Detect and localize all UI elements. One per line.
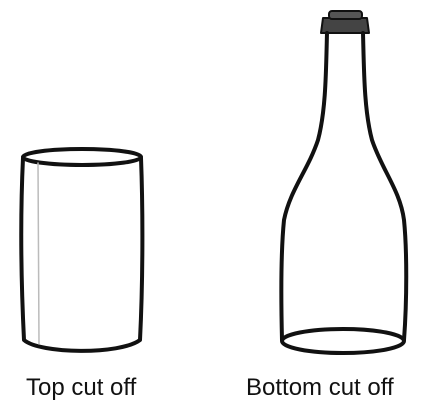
bottle-cap-top [329,11,362,19]
top-cut-off-caption: Top cut off [26,373,166,403]
bottle-body-outline [281,33,406,340]
bottom-cut-off-caption: Bottom cut off [246,373,440,403]
cylinder-glass-highlight [38,163,39,344]
cylinder-top-rim [23,149,141,165]
bottle-cap [321,18,369,33]
cut-glass-cylinder-icon [21,149,142,351]
wine-bottle-icon [281,11,406,353]
bottle-bottom-rim [282,329,404,353]
